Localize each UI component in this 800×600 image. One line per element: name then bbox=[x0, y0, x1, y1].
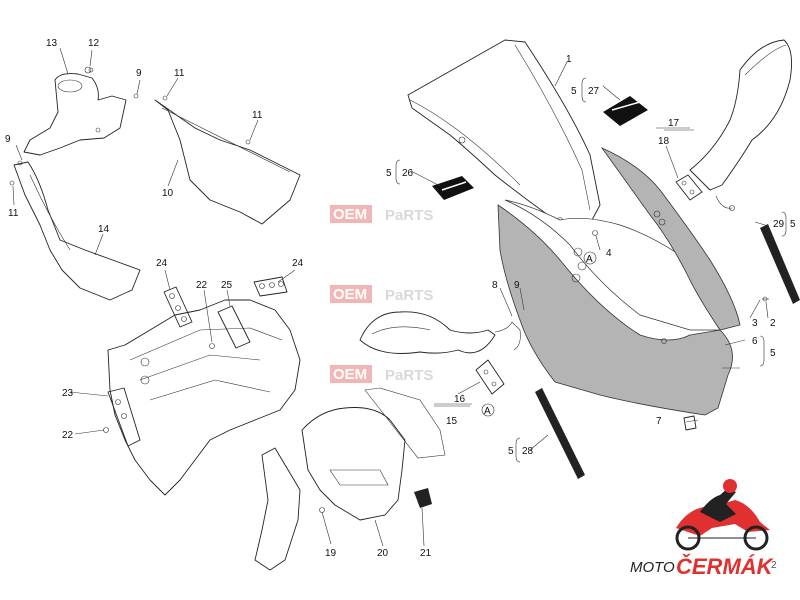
callout-9: 9 bbox=[514, 280, 520, 291]
trim-21 bbox=[414, 488, 432, 508]
mirror-mount-16 bbox=[475, 359, 505, 395]
callout-11: 11 bbox=[174, 68, 185, 79]
callout-9: 9 bbox=[5, 134, 11, 145]
callout-26: 26 bbox=[402, 168, 414, 179]
callout-25: 25 bbox=[221, 280, 233, 291]
lower-nose-20 bbox=[301, 407, 406, 521]
decal-26 bbox=[432, 176, 474, 200]
callout-23: 23 bbox=[62, 388, 74, 399]
callout-4: 4 bbox=[606, 248, 612, 259]
callout-22: 22 bbox=[62, 430, 74, 441]
svg-text:PaRTS: PaRTS bbox=[385, 287, 433, 304]
callout-29: 29 bbox=[773, 219, 785, 230]
moto-cermak-logo: MOTO ČERMÁK 2 bbox=[630, 479, 777, 579]
callout-15: 15 bbox=[446, 416, 458, 427]
svg-text:PaRTS: PaRTS bbox=[385, 367, 433, 384]
tab-24-left bbox=[163, 286, 193, 328]
callout-14: 14 bbox=[98, 224, 110, 235]
callout-2: 2 bbox=[770, 318, 776, 329]
decal-27 bbox=[603, 96, 648, 126]
svg-text:ČERMÁK: ČERMÁK bbox=[676, 554, 775, 579]
group-brackets bbox=[395, 77, 787, 463]
right-mirror bbox=[689, 39, 792, 191]
callout-1: 1 bbox=[566, 54, 572, 65]
left-mirror bbox=[359, 311, 496, 354]
callout-28: 28 bbox=[522, 446, 534, 457]
upper-fairing-panel bbox=[600, 147, 741, 331]
callout-13: 13 bbox=[46, 38, 58, 49]
windscreen bbox=[407, 39, 601, 229]
watermark: OEM PaRTS bbox=[330, 365, 433, 384]
callout-21: 21 bbox=[420, 548, 432, 559]
mirror-mount-18 bbox=[675, 174, 703, 201]
callout-11: 11 bbox=[8, 208, 19, 219]
callout-8: 8 bbox=[492, 280, 498, 291]
watermark: OEM PaRTS bbox=[330, 205, 433, 224]
svg-text:OEM: OEM bbox=[333, 286, 367, 303]
fairing-frame bbox=[107, 299, 301, 496]
inner-panel-14 bbox=[13, 161, 141, 301]
svg-text:2: 2 bbox=[771, 560, 777, 571]
callout-5: 5 bbox=[571, 86, 577, 97]
callout-5: 5 bbox=[386, 168, 392, 179]
bracket-23 bbox=[107, 387, 141, 447]
marker-a: A bbox=[586, 254, 593, 265]
callout-16: 16 bbox=[454, 394, 466, 405]
marker-a: A bbox=[484, 406, 491, 417]
callout-18: 18 bbox=[658, 136, 670, 147]
callout-6: 6 bbox=[752, 336, 758, 347]
svg-text:OEM: OEM bbox=[333, 206, 367, 223]
trim-strip-28 bbox=[535, 388, 585, 479]
svg-text:MOTO: MOTO bbox=[630, 559, 675, 576]
callout-24: 24 bbox=[292, 258, 304, 269]
callout-5: 5 bbox=[508, 446, 514, 457]
callout-3: 3 bbox=[752, 318, 758, 329]
trim-strip-29 bbox=[760, 224, 800, 304]
leader-lines bbox=[12, 47, 769, 547]
upper-bracket-13 bbox=[23, 73, 127, 156]
callout-5: 5 bbox=[770, 348, 776, 359]
intake-duct bbox=[254, 447, 301, 571]
svg-text:OEM: OEM bbox=[333, 366, 367, 383]
callout-17: 17 bbox=[668, 118, 680, 129]
callout-24: 24 bbox=[156, 258, 168, 269]
watermark: OEM PaRTS bbox=[330, 285, 433, 304]
callout-7: 7 bbox=[656, 416, 662, 427]
tab-24-right bbox=[253, 276, 288, 297]
side-fairing bbox=[497, 204, 733, 416]
callout-20: 20 bbox=[377, 548, 389, 559]
callout-10: 10 bbox=[162, 188, 174, 199]
callout-22: 22 bbox=[196, 280, 208, 291]
callout-9: 9 bbox=[136, 68, 142, 79]
inner-panel-10 bbox=[154, 99, 301, 225]
callout-27: 27 bbox=[588, 86, 600, 97]
svg-text:PaRTS: PaRTS bbox=[385, 207, 433, 224]
callout-11: 11 bbox=[252, 110, 263, 121]
callout-5: 5 bbox=[790, 219, 796, 230]
callout-12: 12 bbox=[88, 38, 100, 49]
callout-19: 19 bbox=[325, 548, 337, 559]
tab-25 bbox=[217, 305, 251, 349]
